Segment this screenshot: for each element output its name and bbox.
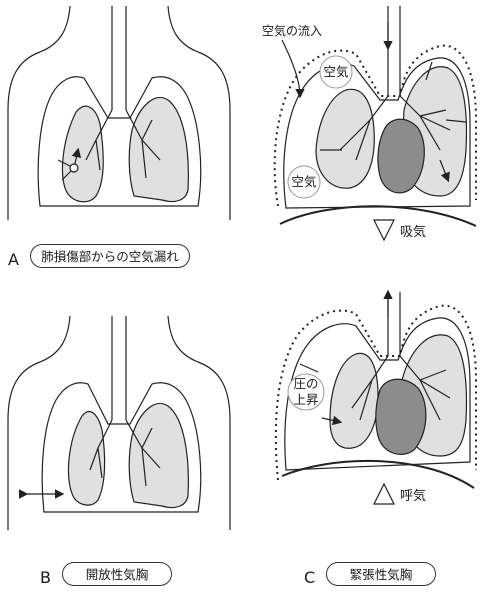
panel-a-trachea bbox=[111, 6, 127, 110]
panel-c-exp-heart bbox=[375, 378, 427, 455]
pressure-label: 圧の 上昇 bbox=[290, 376, 322, 408]
panel-b-trachea bbox=[111, 316, 127, 420]
panel-c-insp-air-inflow-arrow bbox=[281, 39, 305, 99]
panel-b-caption: 開放性気胸 bbox=[62, 562, 172, 586]
panel-b-chest-cavity bbox=[41, 382, 202, 513]
panel-c-exp-diaphragm bbox=[281, 459, 475, 489]
panel-a-caption: 肺損傷部からの空気漏れ bbox=[30, 244, 190, 268]
panel-c-exp-left-lung bbox=[329, 352, 379, 449]
panel-c-inspiration-illustration bbox=[273, 6, 477, 242]
panel-a-torso-outline bbox=[7, 5, 71, 220]
panel-c-insp-diaphragm bbox=[279, 205, 477, 227]
panel-b-letter: B bbox=[40, 568, 51, 587]
panel-c-insp-airflow-arrows bbox=[320, 61, 467, 180]
panel-c-letter: C bbox=[304, 568, 316, 587]
panel-c-expiration-triangle bbox=[373, 482, 395, 505]
panel-b-left-lung bbox=[67, 411, 106, 506]
pressure-label-line2: 上昇 bbox=[293, 392, 319, 407]
panel-c-insp-pleura bbox=[283, 57, 471, 209]
air-inflow-label: 空気の流入 bbox=[262, 24, 323, 38]
panel-c-exp-trachea bbox=[387, 292, 401, 356]
panel-c-insp-trachea bbox=[387, 6, 401, 96]
panel-b-torso-outline bbox=[7, 315, 71, 530]
panel-c-exp-bronchi bbox=[351, 355, 451, 421]
panel-a-illustration bbox=[7, 5, 231, 220]
expiration-phase-label: 呼気 bbox=[400, 489, 427, 504]
panel-a-right-lung bbox=[128, 97, 189, 203]
panel-b-bronchi bbox=[89, 419, 161, 487]
pressure-label-line1: 圧の bbox=[293, 376, 319, 391]
panel-c-insp-left-lung bbox=[315, 88, 375, 189]
panel-a-bronchi bbox=[85, 109, 161, 179]
air-label-1: 空気 bbox=[323, 64, 349, 79]
panel-c-insp-air-bubble-2 bbox=[287, 165, 321, 199]
panel-c-exp-pressure-arrows bbox=[299, 363, 340, 422]
panel-c-exp-pressure-bubble bbox=[287, 373, 325, 411]
panel-c-caption: 緊張性気胸 bbox=[326, 562, 436, 586]
panel-c-insp-heart bbox=[377, 118, 425, 194]
panel-c-insp-bronchi bbox=[339, 95, 451, 161]
inspiration-phase-label: 吸気 bbox=[400, 225, 427, 240]
panel-a-left-lung bbox=[61, 105, 104, 203]
panel-b-right-lung bbox=[128, 403, 189, 509]
panel-c-expiration-illustration bbox=[274, 289, 477, 505]
panel-a-letter: A bbox=[8, 250, 19, 269]
air-label-2: 空気 bbox=[291, 174, 317, 189]
panel-b-illustration bbox=[7, 315, 231, 530]
panel-c-insp-air-bubble-1 bbox=[319, 55, 353, 89]
panel-c-inspiration-triangle bbox=[373, 219, 395, 242]
